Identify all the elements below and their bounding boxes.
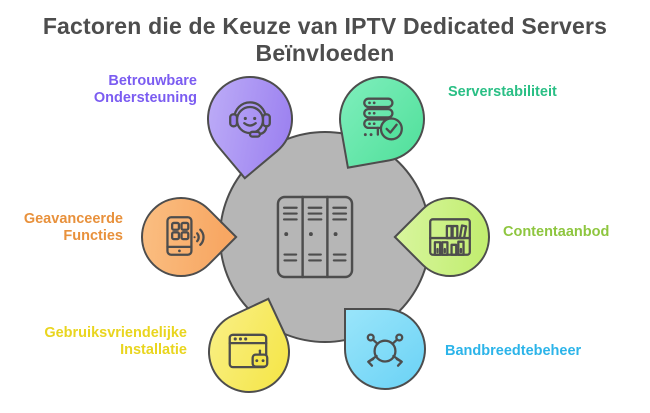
factor-blob-serverstabiliteit — [332, 69, 432, 169]
factor-blob-gebruiksvriendelijke-installatie — [194, 297, 304, 407]
factor-label-serverstabiliteit: Serverstabiliteit — [448, 84, 557, 100]
network-distribution-icon — [360, 324, 410, 374]
factor-label-geavanceerde-functies: Geavanceerde Functies — [23, 211, 123, 244]
server-rack-icon — [276, 195, 354, 279]
server-check-icon — [357, 94, 407, 144]
factor-label-gebruiksvriendelijke-installatie: Gebruiksvriendelijke Installatie — [44, 325, 187, 358]
factor-blob-bandbreedtebeheer — [344, 308, 426, 390]
browser-install-icon — [224, 327, 274, 377]
factor-blob-geavanceerde-functies — [124, 180, 238, 294]
factor-label-contentaanbod: Contentaanbod — [503, 224, 610, 240]
bookshelf-icon — [425, 212, 475, 262]
factor-label-betrouwbare-ondersteuning: Betrouwbare Ondersteuning — [93, 73, 197, 106]
factor-blob-contentaanbod — [393, 180, 507, 294]
headset-support-icon — [225, 94, 275, 144]
smartphone-apps-icon — [156, 212, 206, 262]
page-title: Factoren die de Keuze van IPTV Dedicated… — [42, 13, 608, 66]
factor-blob-betrouwbare-ondersteuning — [189, 58, 311, 180]
factor-label-bandbreedtebeheer: Bandbreedtebeheer — [445, 343, 582, 359]
